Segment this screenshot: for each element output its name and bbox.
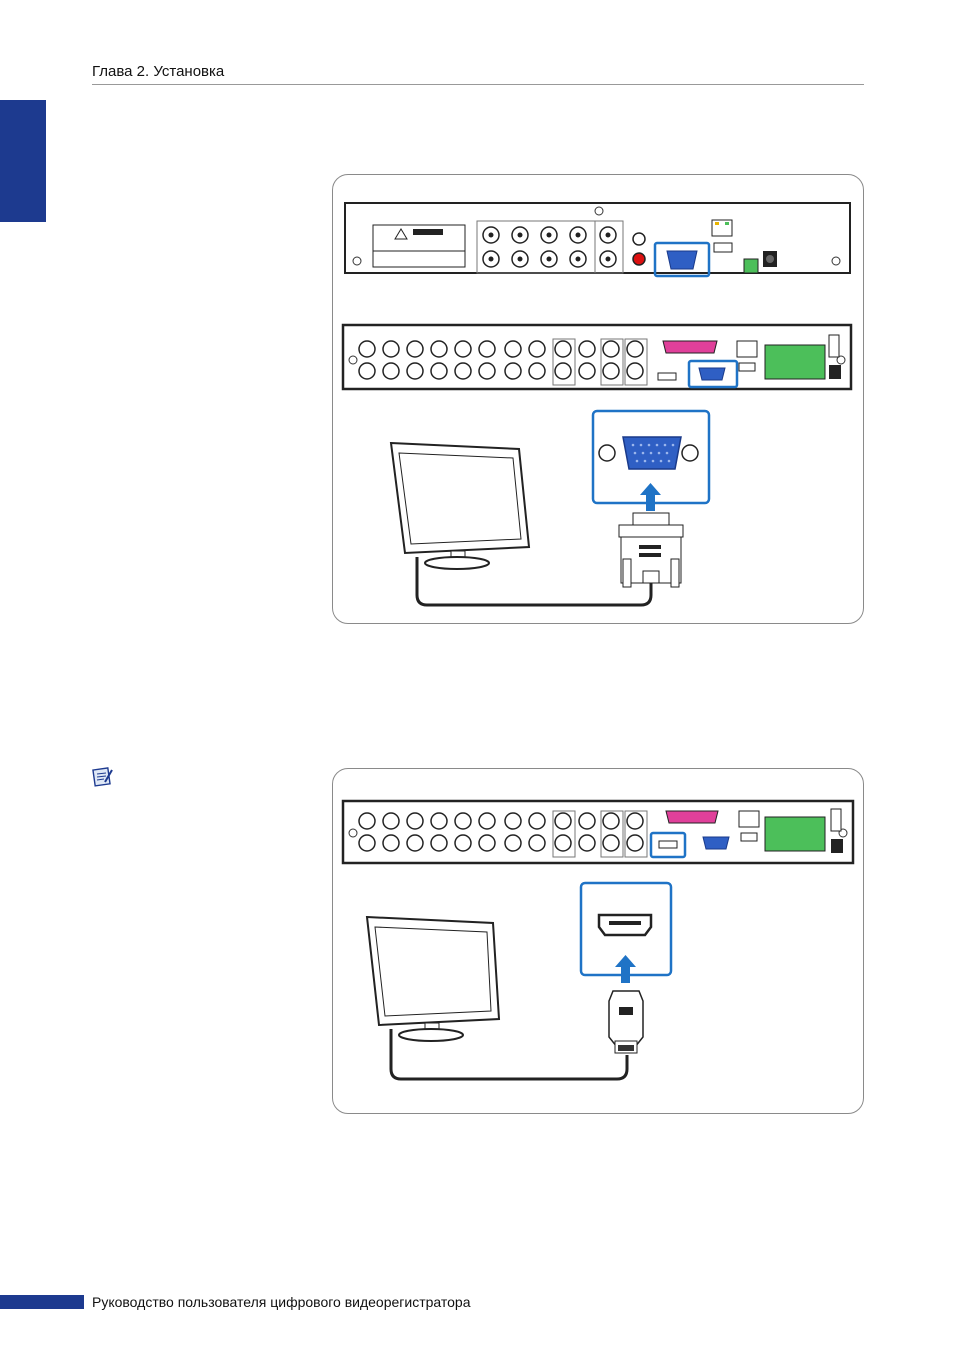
note-icon: [90, 766, 114, 788]
vga-diagram: [333, 175, 863, 623]
hdmi-port-callout: [581, 883, 671, 983]
hdmi-cable-plug: [609, 991, 643, 1053]
vga-port-callout: [593, 411, 709, 511]
footer-text: Руководство пользователя цифрового видео…: [92, 1294, 471, 1310]
chapter-side-tab: [0, 100, 46, 222]
chapter-title: Глава 2. Установка: [92, 63, 224, 80]
vga-connection-figure: [332, 174, 864, 624]
hdmi-diagram: [333, 769, 863, 1113]
full-dvr-rear-panel-hdmi: [343, 801, 853, 863]
header-rule: [92, 84, 864, 85]
vga-cable-plug: [619, 513, 683, 587]
compact-dvr-rear-panel: [345, 203, 850, 276]
hdmi-connection-figure: [332, 768, 864, 1114]
full-dvr-rear-panel: [343, 325, 851, 389]
monitor: [391, 443, 529, 569]
footer-bar: [0, 1295, 84, 1309]
monitor-hdmi: [367, 917, 499, 1041]
